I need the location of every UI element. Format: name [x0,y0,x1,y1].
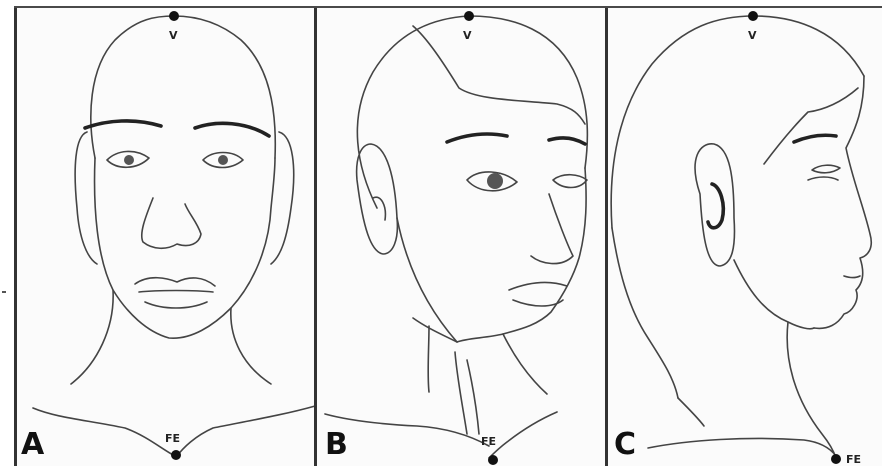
vertex-point [748,11,758,21]
suprasternal-label: FE [846,454,861,465]
shoulder-right [489,412,557,458]
eye-lid [808,177,838,180]
neck-left [428,326,429,392]
left-eyebrow [447,134,507,142]
right-pupil [218,155,228,165]
panel-letter-a: A [21,430,44,460]
neck-front [787,322,836,458]
hair-back [612,228,678,398]
hairline [764,88,858,164]
panel-c-profile-view: V FE C [608,8,882,466]
vertex-point [464,11,474,21]
three-quarter-head-drawing [317,8,605,466]
head-outline [611,16,864,228]
neck-back [678,398,704,426]
ear [357,144,398,254]
mouth-lower [139,291,213,293]
panel-letter-b: B [325,430,348,460]
right-eye [553,175,587,188]
neck-front-2 [467,360,479,434]
vertex-label: V [463,30,472,41]
head-outline [91,16,275,158]
mouth-upper [135,278,215,286]
ear [695,144,734,266]
neck-front [455,352,467,434]
shoulder-right [177,406,314,456]
left-eyebrow [85,121,161,128]
vertex-label: V [748,30,757,41]
suprasternal-label: FE [165,433,180,444]
nose [142,198,201,248]
suprasternal-point [488,455,498,465]
eye [812,165,840,173]
chin-line [145,302,207,308]
frontal-head-drawing [17,8,314,466]
panel-a-frontal-view: V FE A [17,8,314,466]
face-outline [457,168,586,342]
suprasternal-label: FE [481,436,496,447]
vertex-label: V [169,30,178,41]
cheek-line [413,318,457,342]
shoulder [648,438,836,456]
jaw-line [397,218,457,342]
profile-head-drawing [608,8,882,466]
mouth [844,276,860,278]
hairline [413,26,585,124]
face-outline [95,158,275,338]
right-eyebrow [195,123,269,136]
ear-concha [708,184,723,228]
left-pupil [487,173,503,189]
profile-line [814,76,871,328]
neck-left [71,290,113,384]
suprasternal-point [171,450,181,460]
shoulder-left [33,408,175,456]
eyebrow [794,135,836,142]
mouth [509,283,567,290]
jaw-line [734,260,814,329]
right-eyebrow [549,138,585,144]
ear-inner [373,197,385,220]
margin-tick [2,291,6,293]
left-pupil [124,155,134,165]
panel-letter-c: C [614,430,636,460]
neck-right [503,334,547,394]
vertex-point [169,11,179,21]
panel-b-three-quarter-view: V FE B [317,8,605,466]
nose [531,194,573,264]
suprasternal-point [831,454,841,464]
neck-right [231,308,271,384]
